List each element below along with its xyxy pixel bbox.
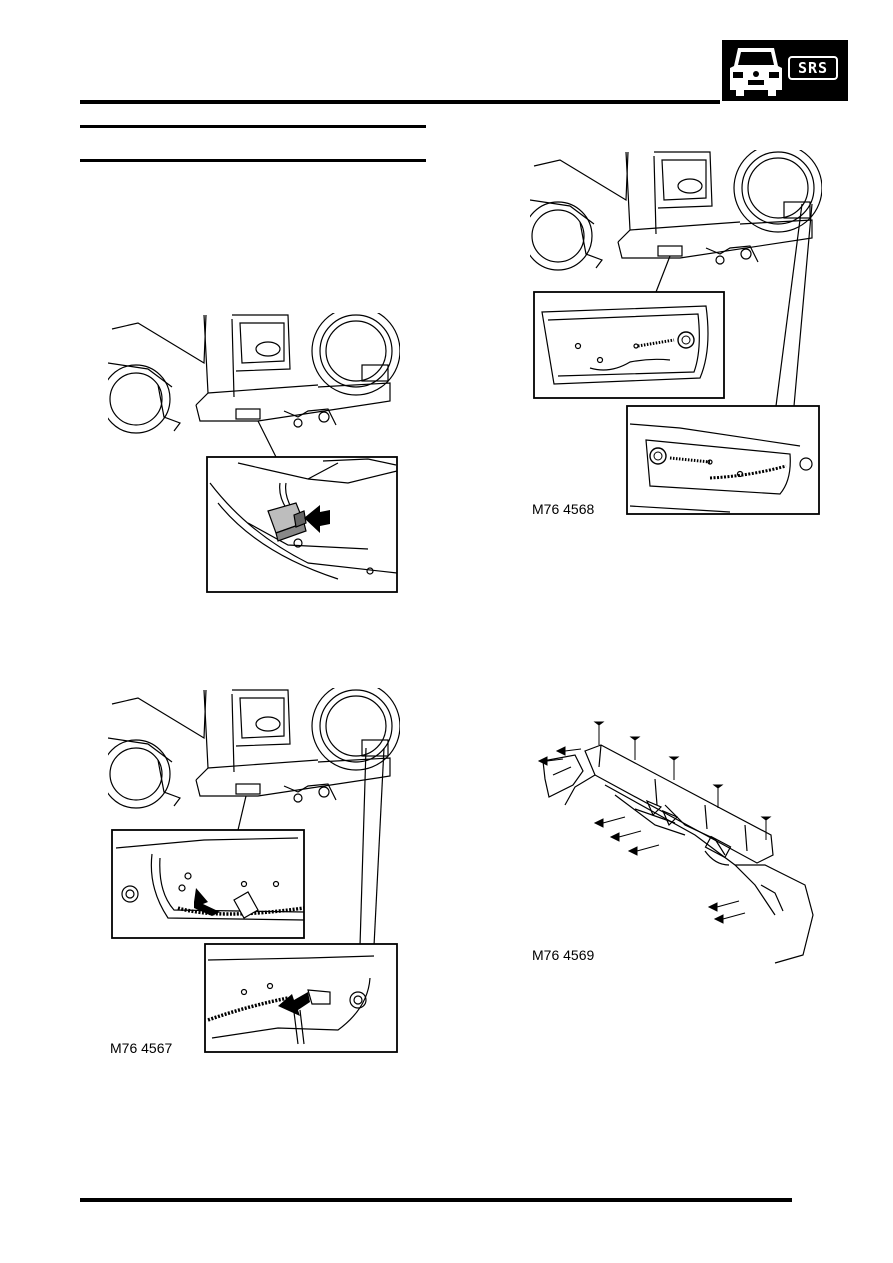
figure-caption: M76 4568	[532, 501, 595, 517]
figure-caption: M76 4569	[532, 947, 595, 963]
figure-fixings	[530, 150, 822, 518]
footer-rule	[80, 1198, 792, 1202]
section-rule-top	[80, 125, 426, 128]
figure-harness	[108, 688, 400, 1056]
figure-caption: M76 4567	[110, 1040, 173, 1056]
figure-connector	[108, 313, 400, 595]
section-rule-bottom	[80, 159, 426, 162]
srs-badge: SRS	[722, 40, 848, 101]
header-rule	[80, 100, 720, 104]
figure-exploded	[535, 715, 815, 965]
car-front-icon	[730, 48, 782, 96]
srs-label: SRS	[788, 56, 838, 80]
